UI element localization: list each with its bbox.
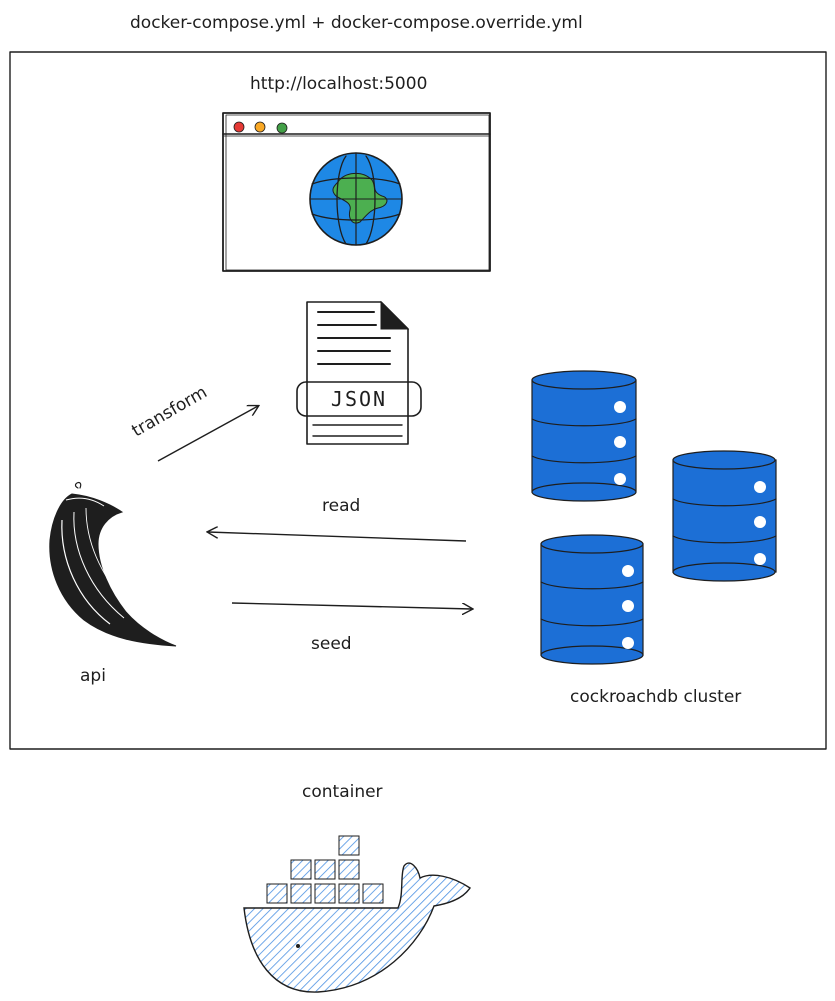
database-cylinder-icon [531,370,637,502]
compose-files-title: docker-compose.yml + docker-compose.over… [130,13,583,33]
read-arrow [208,532,467,542]
transform-arrow [157,406,258,462]
url-label: http://localhost:5000 [250,74,427,94]
browser-window-icon [222,112,491,272]
globe-icon [309,152,403,246]
close-dot-icon [233,121,245,133]
container-label: container [302,782,383,802]
maximize-dot-icon [276,122,288,134]
database-cylinder-icon [672,450,777,582]
seed-label: seed [311,634,352,654]
seed-arrow [231,602,472,609]
api-label: api [80,666,106,686]
docker-whale-icon [243,835,471,993]
flask-horn-icon [49,481,177,647]
cluster-label: cockroachdb cluster [570,687,741,707]
transform-label: transform [129,382,211,441]
database-cylinder-icon [540,534,644,665]
json-label: JSON [331,387,387,411]
json-document-icon: JSON [296,300,422,445]
minimize-dot-icon [254,121,266,133]
read-label: read [322,496,360,516]
compose-frame [9,51,827,750]
